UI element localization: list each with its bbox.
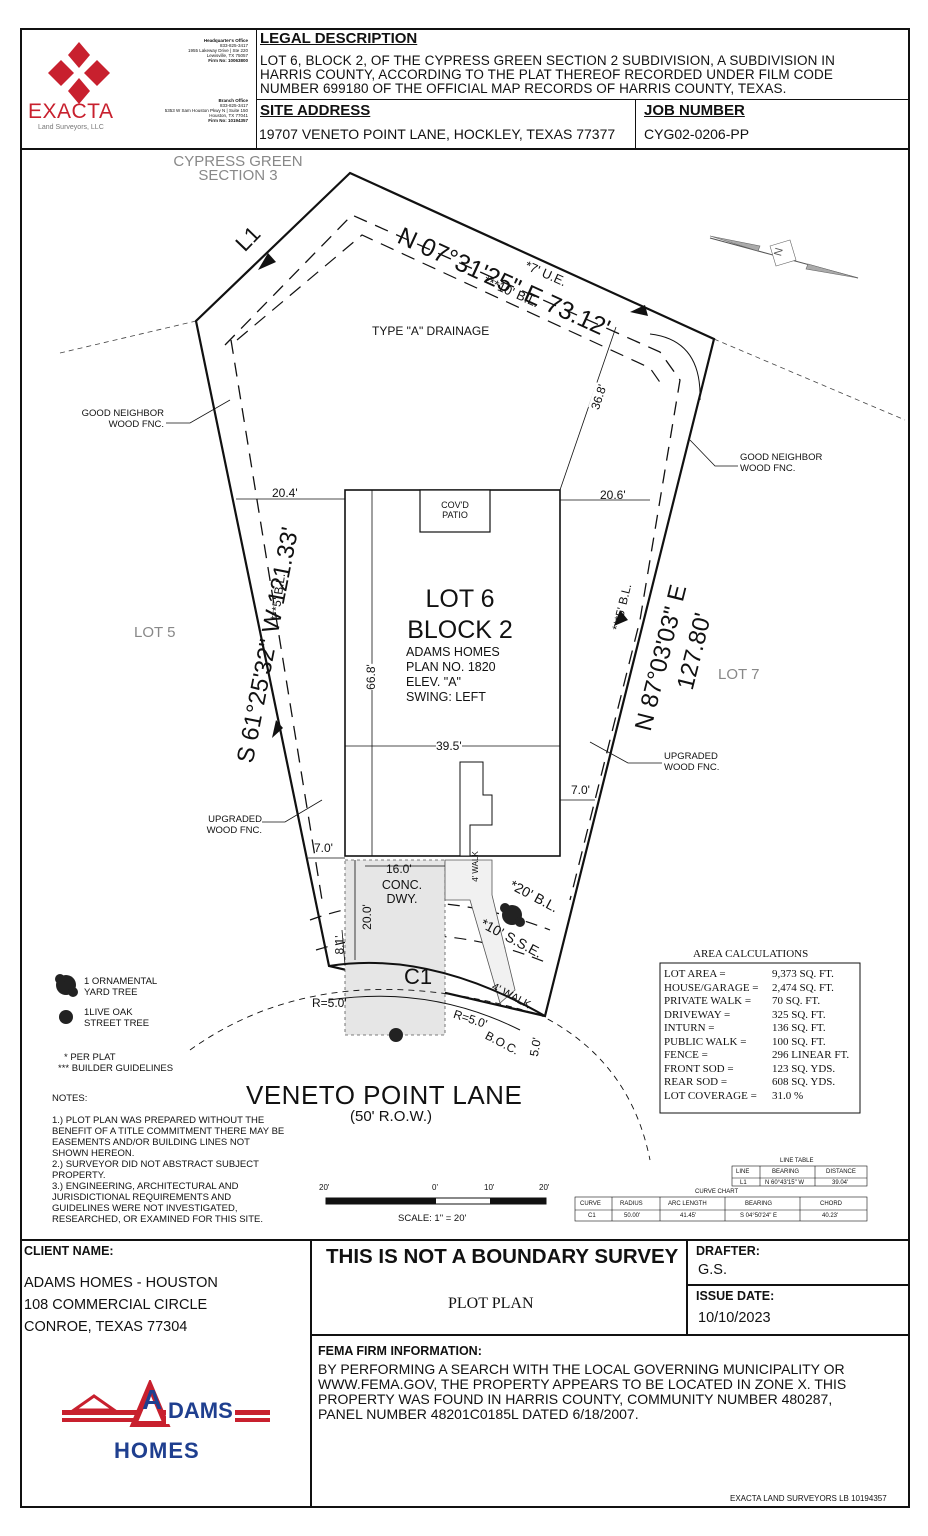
lot-title: LOT 6 BLOCK 2 <box>407 585 513 644</box>
branch-office: Branch Office 833-825-3417 5353 W Sam Ho… <box>164 98 248 123</box>
radius-label-a: R=5.0' <box>312 996 347 1010</box>
header-divider <box>20 148 910 150</box>
curve-r4: 40.23' <box>822 1213 839 1219</box>
legal-title: LEGAL DESCRIPTION <box>260 30 418 47</box>
ornamental-tree-icon <box>500 903 525 927</box>
adams-logo-word: DAMS <box>166 1398 235 1424</box>
drainage-label: TYPE "A" DRAINAGE <box>372 324 490 338</box>
north-arrow-icon <box>709 235 859 279</box>
driveway-label: CONC. DWY. <box>381 878 423 906</box>
drafter-divider <box>686 1239 688 1335</box>
scale-label-2: 10' <box>484 1183 495 1192</box>
issue-value: 10/10/2023 <box>698 1310 771 1326</box>
curve-h3: BEARING <box>745 1201 773 1207</box>
adjacent-section-label: CYPRESS GREEN SECTION 3 <box>173 153 303 184</box>
curve-h0: CURVE <box>580 1201 601 1207</box>
footer-divider <box>20 1239 910 1241</box>
line-table-title: LINE TABLE <box>780 1158 814 1164</box>
live-oak-tree-icon <box>389 1028 403 1042</box>
client-title: CLIENT NAME: <box>24 1244 114 1258</box>
drafter-value: G.S. <box>698 1262 728 1278</box>
legend-ornamental: 1 ORNAMENTAL YARD TREE <box>84 976 158 998</box>
plot-plan-drawing <box>55 171 906 1222</box>
legend-oak-icon <box>59 1010 73 1024</box>
company-name: EXACTA <box>28 100 114 123</box>
curve-r0: C1 <box>588 1213 596 1219</box>
job-title: JOB NUMBER <box>644 102 745 119</box>
client-info: ADAMS HOMES - HOUSTON 108 COMMERCIAL CIR… <box>24 1275 218 1335</box>
dim-16-0: 16.0' <box>386 862 412 876</box>
scale-text: SCALE: 1" = 20' <box>398 1213 467 1224</box>
area-title: AREA CALCULATIONS <box>693 948 809 960</box>
curve-h1: RADIUS <box>620 1201 643 1207</box>
hq-office: Headquarter's Office 833-825-3417 1955 L… <box>188 38 248 63</box>
upgraded-right: UPGRADED WOOD FNC. <box>664 751 720 773</box>
house-footprint <box>344 489 561 857</box>
notes-body: 1.) PLOT PLAN WAS PREPARED WITHOUT THE B… <box>52 1115 285 1225</box>
lot5-label: LOT 5 <box>134 624 176 641</box>
issue-divider <box>686 1284 910 1286</box>
legend-live-oak: 1LIVE OAK STREET TREE <box>84 1007 150 1029</box>
line-table-r1: N 60°43'15" W <box>765 1180 805 1186</box>
legal-text: LOT 6, BLOCK 2, OF THE CYPRESS GREEN SEC… <box>260 53 836 96</box>
dim-7-0-right: 7.0' <box>571 783 590 797</box>
line-table-h2: DISTANCE <box>826 1169 856 1175</box>
curve-h2: ARC LENGTH <box>668 1201 707 1207</box>
lot7-label: LOT 7 <box>718 666 760 683</box>
dim-20-4: 20.4' <box>272 486 298 500</box>
drafter-title: DRAFTER: <box>696 1244 760 1258</box>
dim-7-0-left: 7.0' <box>314 841 333 855</box>
exacta-logo <box>26 40 132 136</box>
dim-8-1: 8.1' <box>332 935 347 955</box>
good-neighbor-right: GOOD NEIGHBOR WOOD FNC. <box>740 452 823 474</box>
job-value: CYG02-0206-PP <box>644 126 750 142</box>
lot-info: ADAMS HOMES PLAN NO. 1820 ELEV. "A" SWIN… <box>406 645 500 704</box>
street-row: (50' R.O.W.) <box>350 1108 433 1125</box>
scale-bar <box>325 1197 547 1205</box>
company-sub: Land Surveyors, LLC <box>38 124 104 131</box>
street-name: VENETO POINT LANE <box>246 1080 523 1110</box>
dim-39-5: 39.5' <box>436 739 462 753</box>
notes-title: NOTES: <box>52 1093 88 1104</box>
site-value: 19707 VENETO POINT LANE, HOCKLEY, TEXAS … <box>259 126 616 142</box>
fema-divider <box>310 1334 910 1336</box>
line-table-r2: 39.04' <box>832 1180 849 1186</box>
scale-label-1: 0' <box>432 1183 438 1192</box>
scale-label-3: 20' <box>539 1183 550 1192</box>
adams-logo-letter: A <box>142 1384 163 1415</box>
curve-chart-title: CURVE CHART <box>695 1189 739 1195</box>
legend-ornamental-icon <box>55 974 78 997</box>
adams-homes-logo: A DAMS HOMES <box>60 1380 272 1470</box>
dim-20-0: 20.0' <box>359 904 374 930</box>
fema-title: FEMA FIRM INFORMATION: <box>318 1344 482 1358</box>
dim-20-6: 20.6' <box>600 488 626 502</box>
site-title: SITE ADDRESS <box>260 102 371 119</box>
patio-label: COV'D PATIO <box>441 500 469 520</box>
curve-r3: S 04°50'24" E <box>740 1213 778 1219</box>
legend-per-plat: * PER PLAT <box>64 1052 116 1063</box>
exacta-diamond-icon <box>48 42 110 104</box>
line-table-h0: LINE <box>736 1169 750 1175</box>
upgraded-left: UPGRADED WOOD FNC. <box>206 814 262 836</box>
curve-r2: 41.45' <box>680 1213 697 1219</box>
adams-logo-homes: HOMES <box>114 1438 200 1463</box>
boundary-disclaimer: THIS IS NOT A BOUNDARY SURVEY <box>326 1245 679 1268</box>
curve-h4: CHORD <box>820 1201 842 1207</box>
good-neighbor-left: GOOD NEIGHBOR WOOD FNC. <box>81 408 164 430</box>
plot-plan-title: PLOT PLAN <box>448 1295 534 1312</box>
curve-r1: 50.00' <box>624 1213 641 1219</box>
legend-builder: *** BUILDER GUIDELINES <box>58 1063 174 1074</box>
document-frame <box>20 28 910 1508</box>
credit-text: EXACTA LAND SURVEYORS LB 10194357 <box>730 1494 887 1503</box>
c1-label: C1 <box>404 964 433 989</box>
issue-title: ISSUE DATE: <box>696 1289 775 1303</box>
walk-label: 4' WALK <box>470 851 480 882</box>
scale-label-0: 20' <box>319 1183 330 1192</box>
dim-66-8: 66.8' <box>363 664 378 690</box>
line-table-r0: L1 <box>740 1180 747 1186</box>
line-table-h1: BEARING <box>772 1169 800 1175</box>
fema-body: BY PERFORMING A SEARCH WITH THE LOCAL GO… <box>318 1361 847 1422</box>
client-divider <box>310 1239 312 1508</box>
area-table: LOT AREA = HOUSE/GARAGE = PRIVATE WALK =… <box>664 968 850 1102</box>
